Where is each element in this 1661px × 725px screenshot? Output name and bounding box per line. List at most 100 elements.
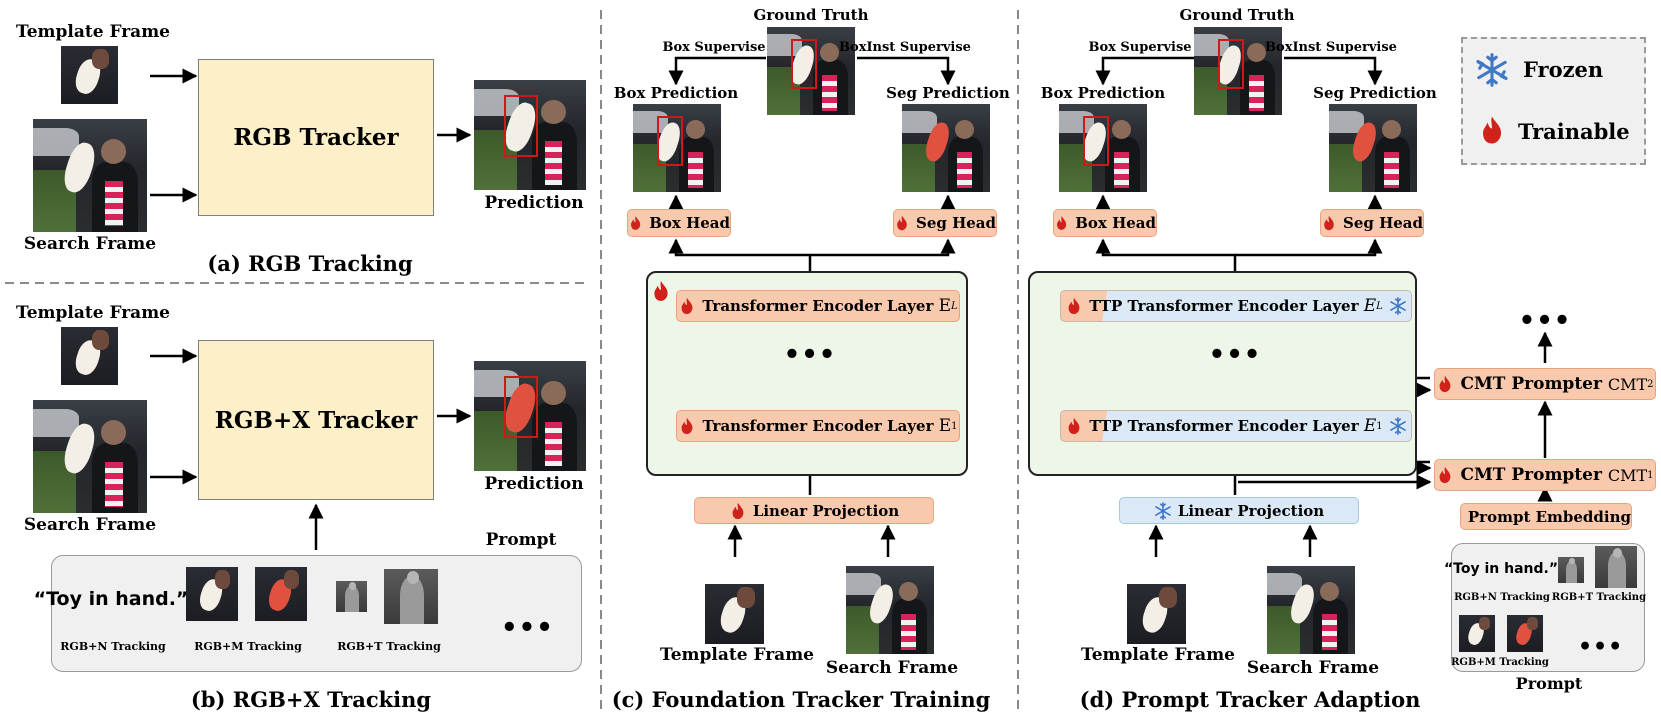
c-ground-truth-image xyxy=(767,27,855,115)
arrow-d-split xyxy=(1095,238,1237,283)
flame-icon xyxy=(678,297,696,315)
legend-frozen-label: Frozen xyxy=(1523,57,1604,82)
d-box-prediction-image xyxy=(1059,104,1147,192)
c-seg-prediction-label: Seg Prediction xyxy=(886,84,1010,102)
snowflake-icon xyxy=(1389,297,1407,315)
c-template-label: Template Frame xyxy=(660,645,814,665)
b-rgbx-tracker: RGB+X Tracker xyxy=(198,340,434,500)
arrow-c-gt-seg xyxy=(857,56,956,86)
b-caption: (b) RGB+X Tracking xyxy=(190,687,432,712)
a-prediction-label: Prediction xyxy=(484,193,584,213)
flame-icon xyxy=(650,279,672,303)
c-encoder-ellipsis: ••• xyxy=(783,340,837,370)
d-ground-truth-label: Ground Truth xyxy=(1179,6,1295,24)
d-box-prediction-label: Box Prediction xyxy=(1040,84,1166,102)
flame-icon xyxy=(1477,113,1507,147)
d-prompt-thermal-large xyxy=(1595,546,1637,588)
arrow-d-gt-box xyxy=(1095,56,1194,86)
snowflake-icon xyxy=(1475,53,1509,87)
legend-box: Frozen Trainable xyxy=(1461,37,1646,165)
c-box-head: Box Head xyxy=(627,209,731,237)
flame-icon xyxy=(1436,466,1454,484)
c-box-prediction-image xyxy=(633,104,721,192)
b-prompt-text: “Toy in hand.” xyxy=(33,588,189,610)
a-prediction-image xyxy=(474,80,586,190)
d-seg-head: Seg Head xyxy=(1320,209,1424,237)
c-ground-truth-label: Ground Truth xyxy=(753,6,869,24)
d-prompt-item-n: RGB+N Tracking xyxy=(1454,592,1550,603)
flame-icon xyxy=(1461,508,1462,526)
flame-icon xyxy=(894,214,910,232)
c-boxinst-supervise: BoxInst Supervise xyxy=(839,40,971,55)
c-search-label: Search Frame xyxy=(825,658,959,678)
b-prompt-item-n: RGB+N Tracking xyxy=(60,640,166,653)
d-ground-truth-image xyxy=(1194,27,1282,115)
b-template-label: Template Frame xyxy=(16,303,170,323)
c-seg-head: Seg Head xyxy=(893,209,997,237)
flame-icon xyxy=(1065,297,1083,315)
d-prompt-ellipsis: ••• xyxy=(1578,634,1624,660)
c-caption: (c) Foundation Tracker Training xyxy=(611,687,991,712)
snowflake-icon xyxy=(1389,417,1407,435)
flame-icon xyxy=(729,502,747,520)
d-linear-projection: Linear Projection xyxy=(1119,497,1359,524)
d-caption: (d) Prompt Tracker Adaption xyxy=(1079,687,1421,712)
flame-icon xyxy=(1065,417,1083,435)
d-prompt-embedding: Prompt Embedding xyxy=(1460,503,1632,530)
c-template-image xyxy=(705,584,764,644)
d-seg-prediction-label: Seg Prediction xyxy=(1313,84,1437,102)
c-search-image xyxy=(846,566,934,654)
c-box-supervise: Box Supervise xyxy=(662,40,766,55)
b-prompt-item-t: RGB+T Tracking xyxy=(337,640,441,653)
a-rgb-tracker: RGB Tracker xyxy=(198,59,434,216)
arrow-c-gt-box xyxy=(668,56,766,86)
d-prompt-label: Prompt xyxy=(1515,674,1583,693)
d-template-label: Template Frame xyxy=(1081,645,1235,665)
c-box-prediction-label: Box Prediction xyxy=(613,84,739,102)
d-template-image xyxy=(1127,584,1186,644)
d-prompt-thermal-small xyxy=(1558,557,1584,583)
b-search-image xyxy=(33,400,147,513)
d-prompt-mask-image xyxy=(1507,615,1543,652)
d-boxinst-supervise: BoxInst Supervise xyxy=(1265,40,1397,55)
a-search-label: Search Frame xyxy=(23,234,157,254)
c-seg-prediction-image xyxy=(902,104,990,192)
b-prompt-thermal-small xyxy=(336,581,367,612)
b-template-image xyxy=(61,327,118,385)
d-encoder-ellipsis: ••• xyxy=(1208,340,1262,370)
b-prediction-label: Prediction xyxy=(484,474,584,494)
legend-trainable-label: Trainable xyxy=(1518,119,1630,144)
arrow-d-gt-seg xyxy=(1284,56,1383,86)
flame-icon xyxy=(678,417,696,435)
arrow-c-split xyxy=(668,238,812,283)
a-template-image xyxy=(61,46,118,104)
d-search-image xyxy=(1267,566,1355,654)
d-search-label: Search Frame xyxy=(1246,658,1380,678)
b-prompt-rgb-image xyxy=(186,567,238,621)
d-prompter-ellipsis: ••• xyxy=(1518,306,1572,336)
d-seg-prediction-image xyxy=(1329,104,1417,192)
c-linear-projection: Linear Projection xyxy=(694,497,934,524)
b-prompt-ellipsis: ••• xyxy=(501,613,554,643)
d-box-supervise: Box Supervise xyxy=(1088,40,1192,55)
b-prompt-item-m: RGB+M Tracking xyxy=(194,640,302,653)
b-prompt-label: Prompt xyxy=(485,530,557,550)
flame-icon xyxy=(1321,214,1337,232)
a-caption: (a) RGB Tracking xyxy=(207,251,413,276)
b-prompt-box xyxy=(51,555,582,672)
d-prompt-rgb-image xyxy=(1459,615,1495,652)
flame-icon xyxy=(628,214,643,232)
flame-icon xyxy=(1054,214,1069,232)
b-prompt-mask-image xyxy=(255,567,307,621)
d-box-head: Box Head xyxy=(1053,209,1157,237)
b-prompt-thermal-large xyxy=(384,569,438,624)
d-prompt-item-t: RGB+T Tracking xyxy=(1551,592,1647,603)
a-search-image xyxy=(33,119,147,232)
b-search-label: Search Frame xyxy=(23,515,157,535)
